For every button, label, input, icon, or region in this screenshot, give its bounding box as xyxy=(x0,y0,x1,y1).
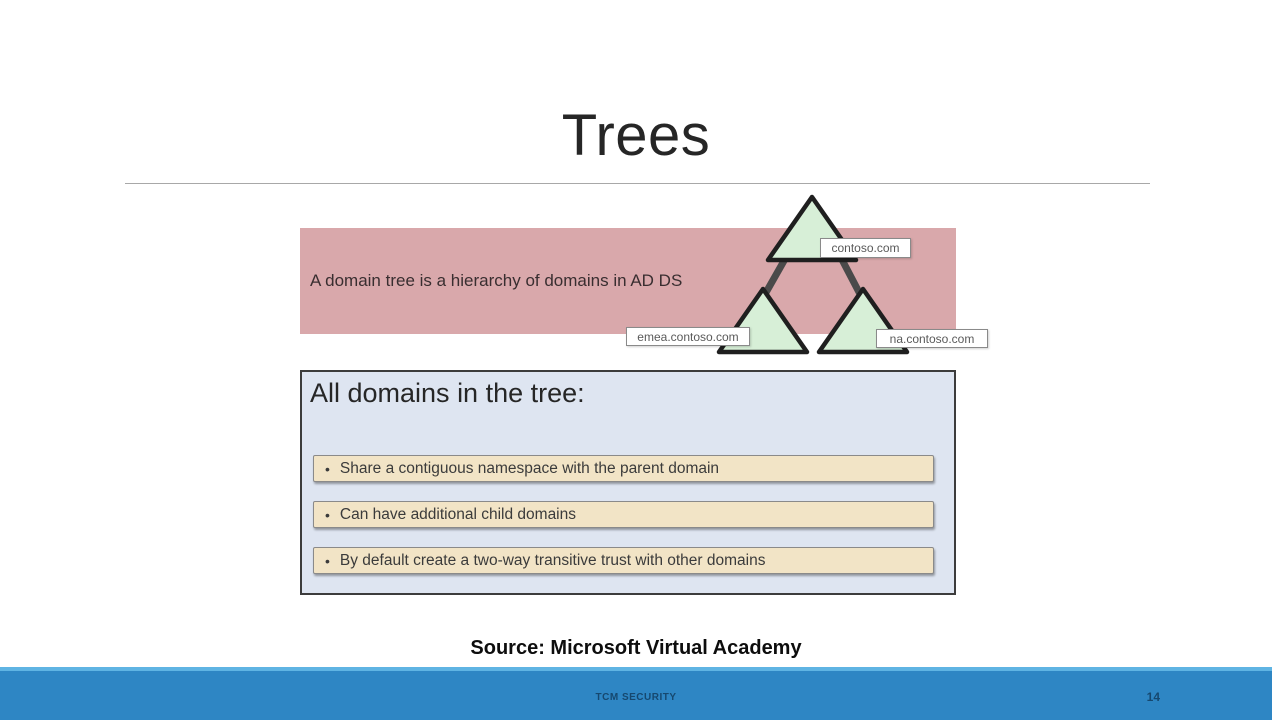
domains-box-heading: All domains in the tree: xyxy=(310,378,585,408)
bullet-text: Share a contiguous namespace with the pa… xyxy=(339,459,720,477)
root-domain-label: contoso.com xyxy=(820,238,911,258)
definition-text: A domain tree is a hierarchy of domains … xyxy=(310,271,683,290)
bullet-text: Can have additional child domains xyxy=(339,505,577,523)
bullet-icon: • xyxy=(325,506,330,523)
bullet-icon: • xyxy=(325,552,330,569)
bullet-row: • Can have additional child domains xyxy=(313,501,934,528)
child-left-domain-label: emea.contoso.com xyxy=(626,327,750,346)
footer-company-text: TCM SECURITY xyxy=(595,692,677,703)
page-title: Trees xyxy=(561,103,711,168)
bullet-text: By default create a two-way transitive t… xyxy=(339,551,766,569)
title-divider xyxy=(125,183,1150,184)
source-caption: Source: Microsoft Virtual Academy xyxy=(470,637,802,659)
bullet-row: • Share a contiguous namespace with the … xyxy=(313,455,934,482)
bullet-icon: • xyxy=(325,460,330,477)
domains-box: All domains in the tree: • Share a conti… xyxy=(300,370,956,595)
footer-accent-line xyxy=(0,667,1272,671)
footer-page-number: 14 xyxy=(1146,690,1160,704)
child-right-domain-label: na.contoso.com xyxy=(876,329,988,348)
bullet-row: • By default create a two-way transitive… xyxy=(313,547,934,574)
footer-bar: TCM SECURITY 14 xyxy=(0,671,1272,720)
